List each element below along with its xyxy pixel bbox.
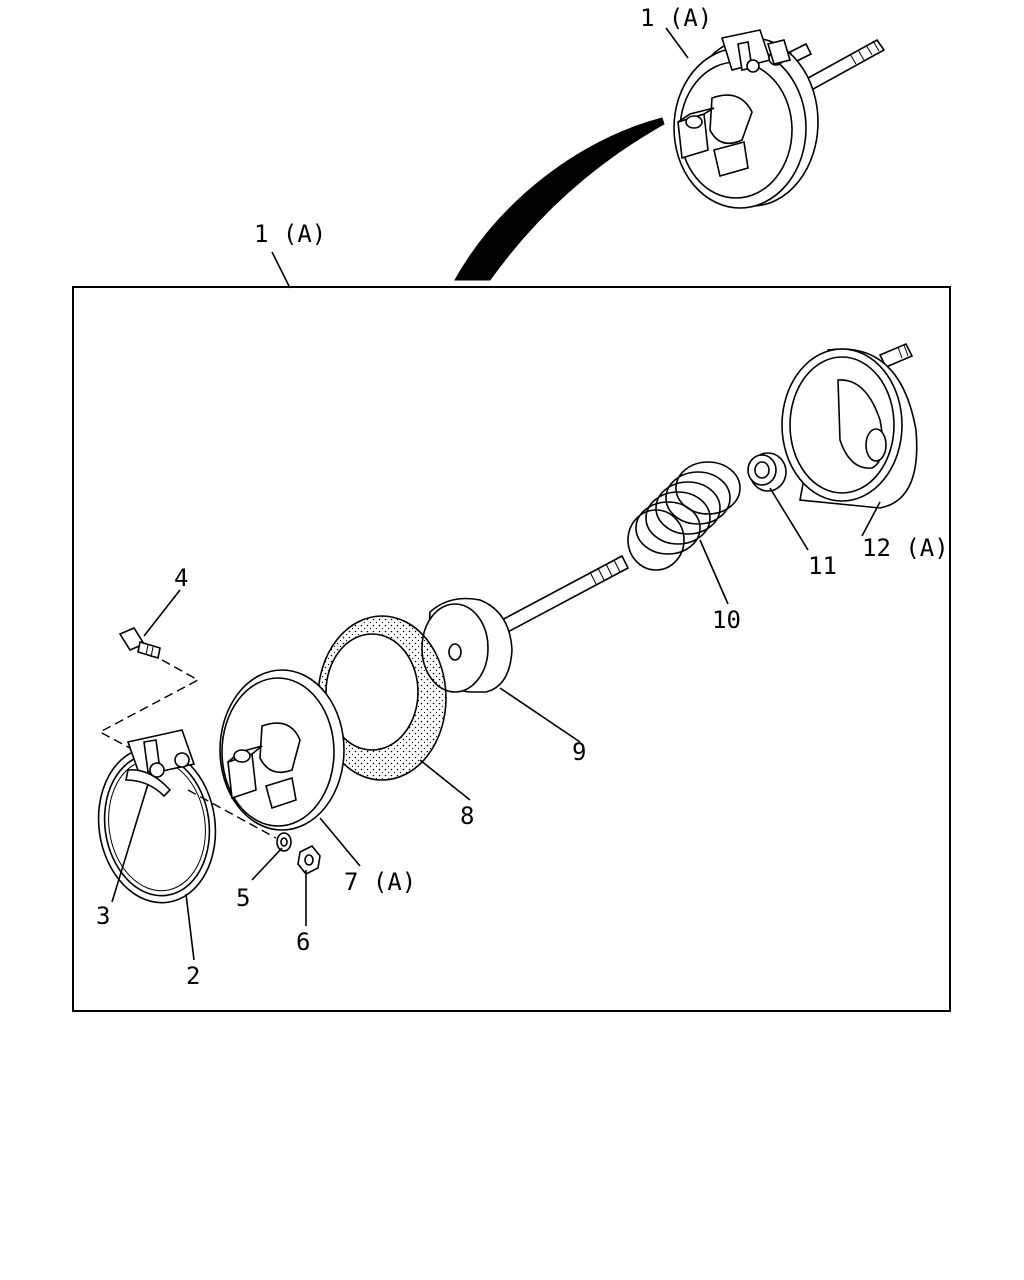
label-part-2: 2: [186, 962, 200, 990]
label-part-6: 6: [296, 928, 310, 956]
assembled-port-block: [677, 107, 715, 160]
label-part-9: 9: [572, 738, 586, 766]
label-part-4: 4: [174, 564, 188, 592]
label-part-10: 10: [712, 606, 741, 634]
label-main-assembly: 1 (A): [254, 220, 326, 248]
label-part-5: 5: [236, 884, 250, 912]
assembly-dashed-lines: [98, 659, 277, 839]
label-part-3: 3: [96, 902, 110, 930]
label-part-12: 12 (A): [862, 534, 949, 562]
leader-main-assembly: [271, 251, 291, 289]
part-3-clamp-block: [125, 729, 196, 798]
part-10-spring: [627, 461, 741, 571]
label-top-assembly: 1 (A): [640, 4, 712, 32]
label-part-8: 8: [460, 802, 474, 830]
part-9-piston-push-rod: [421, 554, 630, 693]
label-part-11: 11: [808, 552, 837, 580]
part-12-rear-housing: [781, 342, 918, 509]
part-11-nut: [747, 452, 787, 492]
part-8-diaphragm: [317, 615, 447, 781]
part-6-nut: [297, 844, 321, 876]
part-4-bolt: [118, 626, 161, 660]
detail-frame: [72, 286, 951, 1012]
leader-lines: [111, 487, 881, 961]
leader-top-assembly: [665, 27, 689, 59]
label-part-7: 7 (A): [344, 868, 416, 896]
detail-connector-curve: [454, 117, 665, 281]
part-5-washer: [276, 832, 292, 852]
part-7-front-cover: [219, 669, 345, 831]
assembled-chamber-illustration: [673, 29, 886, 209]
assembled-clamp-block: [720, 29, 792, 73]
